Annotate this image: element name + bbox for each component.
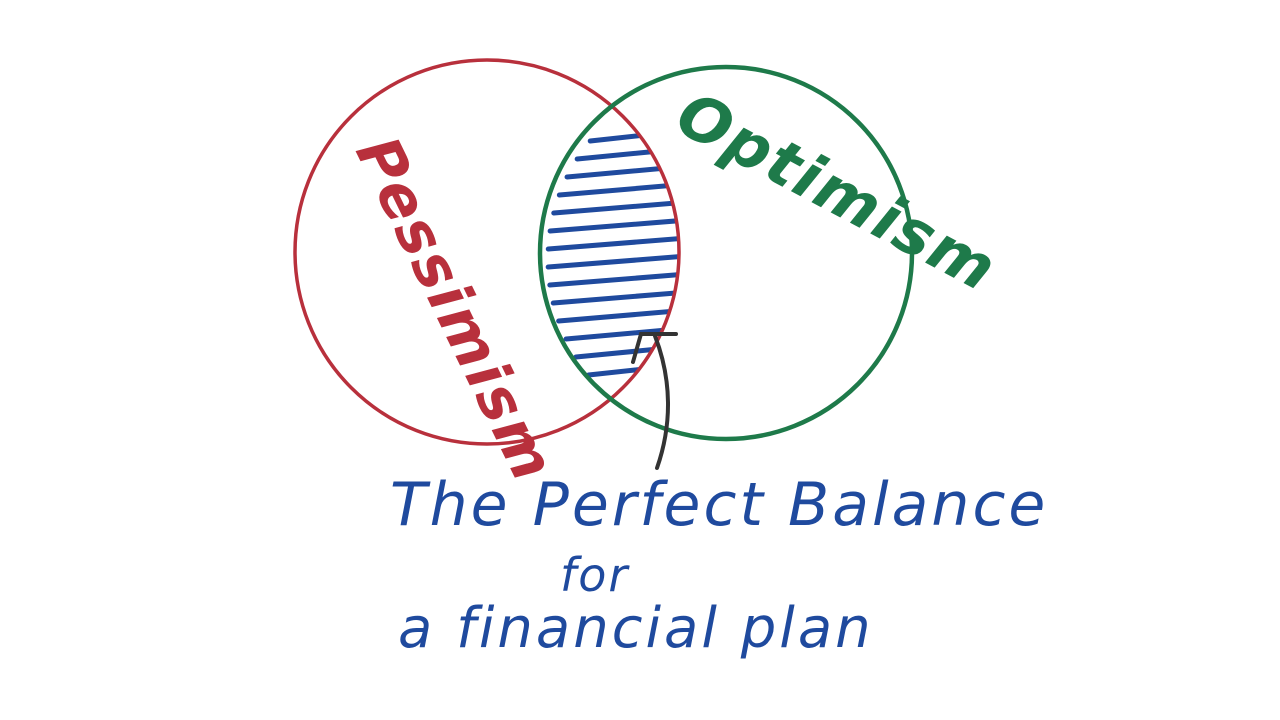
hatch-stroke [550, 288, 679, 306]
hatch-stroke [556, 180, 679, 198]
caption-line-2: for [560, 548, 630, 602]
hatch-stroke [545, 234, 679, 252]
hatch-stroke [574, 144, 679, 162]
hatch-stroke [545, 252, 679, 270]
hatch-stroke [551, 198, 679, 216]
pessimism-label: Pessimism [342, 126, 569, 493]
hatch-stroke [563, 324, 679, 342]
overlap-hatching [545, 126, 679, 378]
hatch-stroke [556, 306, 679, 324]
caption-line-1: The Perfect Balance [390, 470, 1049, 540]
optimism-circle [537, 64, 915, 442]
hatch-stroke [564, 162, 679, 180]
hatch-stroke [547, 270, 679, 288]
optimism-label: Optimism [665, 77, 1009, 306]
arrow-icon [631, 332, 678, 470]
pessimism-circle [293, 58, 681, 446]
caption-line-3: a financial plan [398, 596, 874, 661]
